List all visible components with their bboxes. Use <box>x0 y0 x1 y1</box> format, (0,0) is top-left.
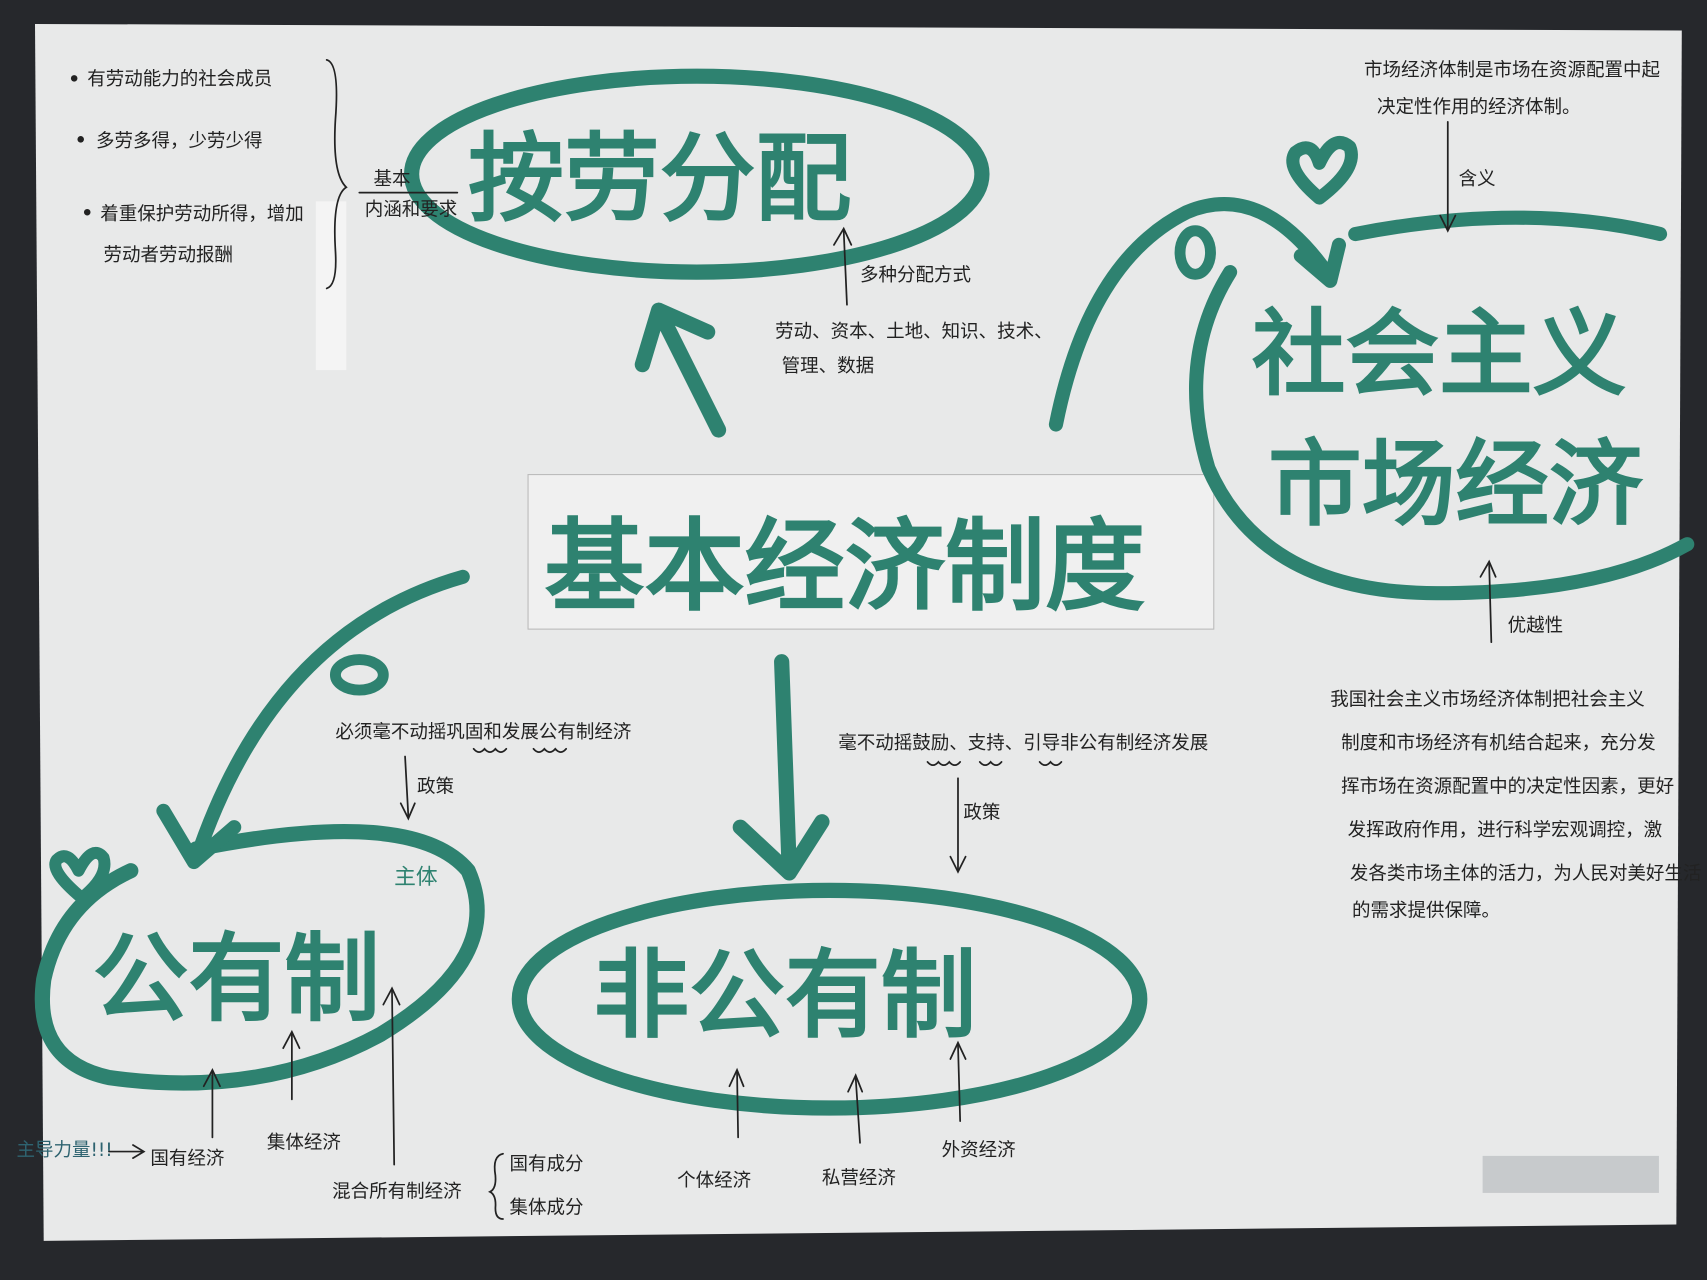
nonpublic-type-foreign: 外资经济 <box>942 1140 1017 1161</box>
svg-text:制度和市场经济有机结合起来，充分发: 制度和市场经济有机结合起来，充分发 <box>1341 733 1656 754</box>
market-advantage-text: 我国社会主义市场经济体制把社会主义 制度和市场经济有机结合起来，充分发 挥市场在… <box>1330 689 1701 921</box>
public-role-label: 主体 <box>394 865 438 890</box>
arrow-to-nonpublic <box>732 654 830 881</box>
market-node: 社会主义 市场经济 <box>1189 210 1695 601</box>
public-policy-text: 必须毫不动摇巩固和发展公有制经济 <box>335 722 632 743</box>
market-definition-1: 市场经济体制是市场在资源配置中起 <box>1364 60 1660 81</box>
svg-text:挥市场在资源配置中的决定性因素，更好: 挥市场在资源配置中的决定性因素，更好 <box>1341 776 1674 797</box>
public-mixed-economy: 混合所有制经济 <box>332 1181 462 1202</box>
market-title-1: 社会主义 <box>1252 300 1626 409</box>
public-node: 公有制 <box>34 823 485 1091</box>
heart-icon <box>1286 136 1358 205</box>
svg-text:发各类市场主体的活力，为人民对美好生活: 发各类市场主体的活力，为人民对美好生活 <box>1350 863 1702 884</box>
svg-text:发挥政府作用，进行科学宏观调控，激: 发挥政府作用，进行科学宏观调控，激 <box>1348 820 1663 841</box>
public-policy-label: 政策 <box>417 776 454 797</box>
nonpublic-title: 非公有制 <box>593 940 976 1052</box>
public-title: 公有制 <box>93 923 380 1035</box>
market-definition-2: 决定性作用的经济体制。 <box>1377 97 1581 118</box>
distribution-node: 按劳分配 <box>403 68 990 280</box>
blurred-watermark <box>1482 1155 1659 1193</box>
arrow-to-distribution <box>634 302 727 438</box>
central-node: 基本经济制度 <box>527 474 1215 630</box>
nonpublic-node: 非公有制 <box>511 882 1148 1116</box>
arrow-to-public <box>156 569 470 870</box>
public-collective-economy: 集体经济 <box>267 1132 342 1153</box>
distribution-factors-1: 劳动、资本、土地、知识、技术、 <box>775 321 1053 342</box>
market-title-2: 市场经济 <box>1268 431 1644 540</box>
public-mixed-part-1: 国有成分 <box>510 1154 584 1175</box>
svg-text:有劳动能力的社会成员: 有劳动能力的社会成员 <box>87 69 272 90</box>
nonpublic-type-private: 私营经济 <box>822 1168 897 1189</box>
distribution-link-bottom: 内涵和要求 <box>365 200 458 221</box>
distribution-sub-label: 多种分配方式 <box>860 265 971 286</box>
nonpublic-policy-text: 毫不动摇鼓励、支持、引导非公有制经济发展 <box>838 733 1208 754</box>
distribution-title: 按劳分配 <box>468 123 851 235</box>
public-mixed-part-2: 集体成分 <box>510 1198 584 1219</box>
svg-text:我国社会主义市场经济体制把社会主义: 我国社会主义市场经济体制把社会主义 <box>1330 689 1645 710</box>
public-state-economy: 国有经济 <box>150 1149 225 1170</box>
nonpublic-type-individual: 个体经济 <box>677 1170 752 1191</box>
market-definition-label: 含义 <box>1459 169 1496 190</box>
public-leading-label: 主导力量!!! <box>16 1140 112 1161</box>
market-advantage-label: 优越性 <box>1508 615 1564 636</box>
nonpublic-policy-label: 政策 <box>963 803 1000 824</box>
svg-text:多劳多得，少劳少得: 多劳多得，少劳少得 <box>96 131 263 152</box>
distribution-factors-2: 管理、数据 <box>782 356 875 377</box>
arrow-to-market <box>1048 197 1347 432</box>
distribution-link-top: 基本 <box>374 169 411 190</box>
heart-icon <box>49 846 111 904</box>
svg-text:劳动者劳动报酬: 劳动者劳动报酬 <box>104 245 234 266</box>
svg-text:着重保护劳动所得，增加: 着重保护劳动所得，增加 <box>100 204 304 225</box>
svg-text:的需求提供保障。: 的需求提供保障。 <box>1352 900 1500 921</box>
distribution-bullets: 有劳动能力的社会成员 多劳多得，少劳少得 着重保护劳动所得，增加 劳动者劳动报酬 <box>70 58 348 290</box>
paper-sheet <box>34 23 1682 1241</box>
central-title: 基本经济制度 <box>544 508 1145 625</box>
